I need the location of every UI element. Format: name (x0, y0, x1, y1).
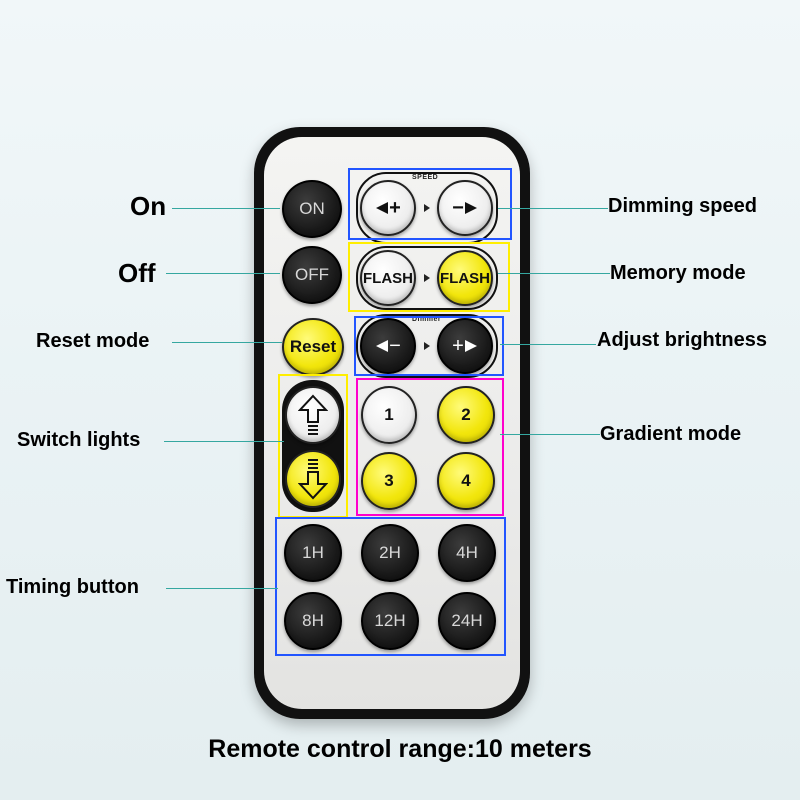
mode-4-label: 4 (461, 471, 471, 490)
flash-arrow-icon (424, 274, 430, 282)
timer-24h-label: 24H (451, 611, 483, 630)
speed-up-button[interactable]: − (437, 180, 493, 236)
reset-button-label: Reset (289, 337, 337, 356)
dim-down-label: − (389, 334, 401, 357)
off-label: Off (118, 258, 156, 288)
off-button[interactable]: OFF (282, 246, 342, 304)
triangle-left-icon (376, 202, 389, 214)
speed-down-button[interactable]: + (360, 180, 416, 236)
dimming-speed-leader-line (498, 208, 608, 209)
arrow-down-icon (298, 459, 328, 500)
on-label: On (130, 191, 167, 221)
switch-lights-leader-line (164, 441, 284, 442)
timer-24h-button[interactable]: 24H (438, 592, 496, 650)
memory-mode-label: Memory mode (610, 262, 746, 284)
dimmer-pill (356, 314, 498, 378)
dim-up-label: + (452, 334, 464, 357)
timer-4h-label: 4H (456, 543, 478, 562)
timer-1h-button[interactable]: 1H (284, 524, 342, 582)
brightness-leader-line (500, 344, 596, 345)
adjust-brightness-label: Adjust brightness (597, 329, 768, 351)
mode-2-label: 2 (461, 405, 471, 424)
light-up-button[interactable] (285, 386, 341, 444)
flash-left-label: FLASH (363, 269, 413, 287)
reset-leader-line (172, 342, 282, 343)
mode-2-button[interactable]: 2 (437, 386, 495, 444)
timing-leader-line (166, 588, 278, 589)
arrow-up-icon (298, 394, 328, 435)
timer-12h-button[interactable]: 12H (361, 592, 419, 650)
speed-down-label: + (389, 196, 401, 219)
speed-label: SPEED (412, 174, 439, 181)
mode-4-button[interactable]: 4 (437, 452, 495, 510)
off-button-label: OFF (295, 265, 329, 284)
switch-lights-label: Switch lights (17, 429, 141, 451)
timer-1h-label: 1H (302, 543, 324, 562)
triangle-right-icon (464, 340, 477, 352)
flash-left-button[interactable]: FLASH (360, 250, 416, 306)
timer-8h-button[interactable]: 8H (284, 592, 342, 650)
dimmer-arrow-icon (424, 342, 430, 350)
triangle-left-icon (376, 340, 389, 352)
memory-mode-leader-line (498, 273, 610, 274)
timer-4h-button[interactable]: 4H (438, 524, 496, 582)
dim-up-button[interactable]: + (437, 318, 493, 374)
triangle-right-icon (464, 202, 477, 214)
reset-mode-label: Reset mode (36, 330, 150, 352)
flash-right-label: FLASH (440, 269, 490, 287)
gradient-leader-line (500, 434, 600, 435)
mode-3-button[interactable]: 3 (361, 452, 417, 510)
timing-button-label: Timing button (6, 576, 139, 598)
speed-up-label: − (452, 196, 464, 219)
mode-3-label: 3 (384, 471, 394, 490)
reset-button[interactable]: Reset (282, 318, 344, 376)
off-leader-line (166, 273, 280, 274)
on-button[interactable]: ON (282, 180, 342, 238)
timer-2h-label: 2H (379, 543, 401, 562)
light-down-button[interactable] (285, 450, 341, 508)
dim-down-button[interactable]: − (360, 318, 416, 374)
range-caption: Remote control range:10 meters (208, 735, 592, 763)
dimmer-label: Dimmer (412, 316, 442, 323)
timer-12h-label: 12H (374, 611, 406, 630)
dimming-speed-label: Dimming speed (608, 195, 757, 217)
on-leader-line (172, 208, 280, 209)
timer-8h-label: 8H (302, 611, 324, 630)
gradient-mode-label: Gradient mode (600, 423, 742, 445)
mode-1-label: 1 (384, 405, 394, 424)
speed-arrow-icon (424, 204, 430, 212)
memory-pill (356, 246, 498, 310)
on-button-label: ON (299, 199, 325, 218)
flash-right-button[interactable]: FLASH (437, 250, 493, 306)
mode-1-button[interactable]: 1 (361, 386, 417, 444)
timer-2h-button[interactable]: 2H (361, 524, 419, 582)
